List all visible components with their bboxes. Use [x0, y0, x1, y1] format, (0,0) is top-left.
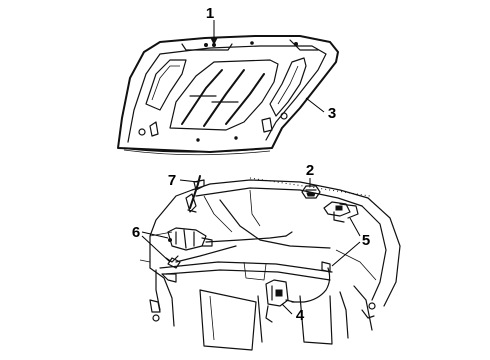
release-cable: [175, 231, 331, 303]
svg-text:2: 2: [306, 162, 314, 179]
callout-5: 5: [331, 217, 370, 267]
callout-1: 1: [206, 5, 218, 46]
striker-bracket: [323, 201, 359, 223]
callout-4: 4: [281, 303, 305, 324]
hood-panel: [117, 35, 339, 156]
hood-bumper: [301, 185, 321, 199]
svg-text:1: 1: [206, 5, 214, 22]
hood-latch: [265, 279, 295, 323]
svg-text:5: 5: [362, 232, 370, 249]
callout-6: 6: [132, 224, 171, 263]
svg-text:4: 4: [296, 307, 305, 324]
engine-compartment: [139, 177, 401, 351]
svg-text:7: 7: [168, 172, 176, 189]
callout-3: 3: [305, 97, 336, 122]
release-handle: [167, 227, 213, 269]
callout-7: 7: [168, 172, 199, 189]
svg-text:3: 3: [328, 105, 336, 122]
svg-text:6: 6: [132, 224, 140, 241]
callout-2: 2: [306, 162, 314, 186]
